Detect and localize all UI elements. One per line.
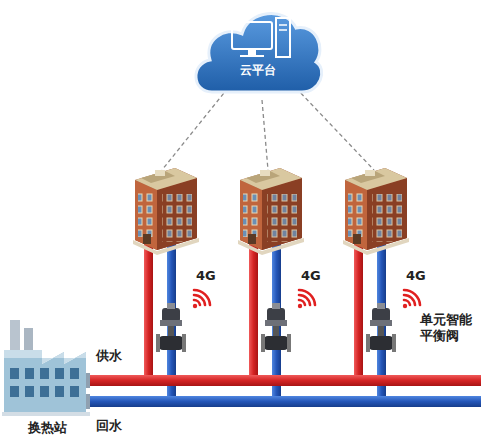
heat-exchange-station: 换热站 bbox=[2, 318, 92, 439]
signal-label: 4G bbox=[406, 268, 426, 284]
valve-label: 单元智能平衡阀 bbox=[420, 312, 472, 345]
supply-label: 供水 bbox=[96, 348, 122, 364]
cloud-shape bbox=[190, 2, 325, 102]
cloud-platform: 云平台 bbox=[190, 2, 325, 102]
signal-label: 4G bbox=[196, 268, 216, 284]
return-label: 回水 bbox=[96, 418, 122, 434]
node-title: 云平台 bbox=[240, 62, 276, 79]
signal-label: 4G bbox=[301, 268, 321, 284]
node-title: 换热站 bbox=[28, 419, 67, 437]
